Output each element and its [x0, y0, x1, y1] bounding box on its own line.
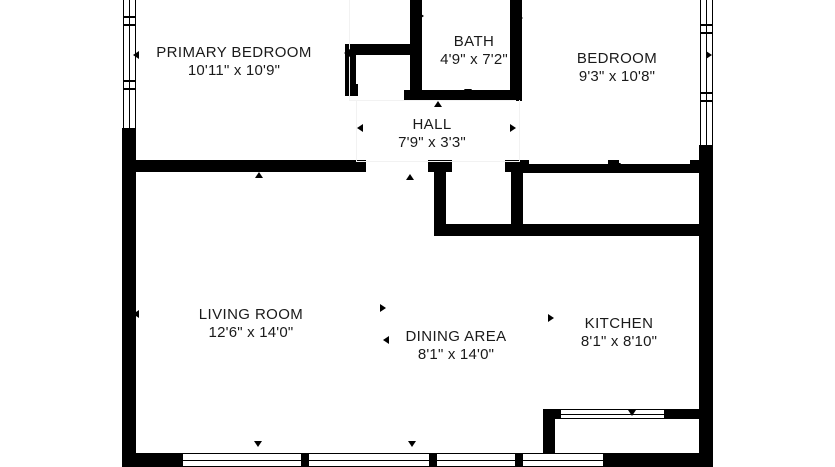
window-mullion-right-upper2 [700, 32, 713, 34]
marker-bottom-window [254, 441, 262, 447]
room-label-kitchen: KITCHEN 8'1" x 8'10" [581, 315, 657, 352]
guide-hall-left [356, 100, 357, 162]
window-mullion-living-b [306, 453, 308, 467]
marker-bath-door [464, 89, 472, 95]
marker-hall-bottom-in [406, 174, 414, 180]
wall-kitchen-alcove-left [543, 409, 555, 467]
wall-interior-top-left [122, 160, 349, 172]
window-mullion-left-upper [123, 16, 136, 18]
window-dining-left [437, 453, 517, 467]
guide-hall-top [356, 100, 516, 101]
window-mullion-living-a [301, 453, 303, 467]
room-dimensions-bedroom: 9'3" x 10'8" [578, 68, 656, 86]
window-primary-bedroom-left [123, 0, 136, 128]
wall-lower-closet-divider [511, 166, 523, 230]
guide-closet-bottom [349, 100, 409, 101]
room-dimensions-dining-area: 8'1" x 14'0" [417, 346, 495, 364]
window-dining-right [523, 453, 603, 467]
room-dimensions-hall: 7'9" x 3'3" [398, 134, 466, 152]
wall-closet-top [345, 44, 420, 55]
window-mullion-right-upper [700, 24, 713, 26]
room-dimensions-living-room: 12'6" x 14'0" [208, 324, 294, 342]
window-mullion-right-lower2 [700, 100, 713, 102]
window-bedroom-right [700, 0, 713, 145]
window-living-right [309, 453, 429, 467]
marker-bath-door-in [434, 101, 442, 107]
marker-hall-bottom [434, 164, 442, 170]
marker-bedroom-bottom [613, 163, 621, 169]
marker-closet-left [344, 49, 350, 57]
marker-bedroom-right [706, 51, 712, 59]
window-living-left [183, 453, 303, 467]
window-mullion-dining-a [515, 453, 517, 467]
wall-lower-closet-left [434, 166, 446, 230]
room-name-primary-bedroom: PRIMARY BEDROOM [156, 44, 312, 61]
marker-kitchen-window [628, 410, 636, 416]
room-dimensions-kitchen: 8'1" x 8'10" [580, 333, 658, 351]
window-mullion-dining-b [520, 453, 522, 467]
wall-lower-closet-bottom [434, 224, 713, 236]
marker-kitchen-top [630, 228, 636, 236]
room-name-dining-area: DINING AREA [405, 328, 507, 345]
room-label-primary-bedroom: PRIMARY BEDROOM 10'11" x 10'9" [156, 44, 311, 81]
wall-nub-right-join [690, 160, 702, 173]
room-dimensions-bath: 4'9" x 7'2" [440, 51, 508, 69]
guide-hall-right [519, 100, 520, 162]
marker-dining-left [383, 336, 389, 344]
window-mullion-left-upper2 [123, 24, 136, 26]
room-name-hall: HALL [412, 116, 452, 133]
marker-hall-right [510, 124, 516, 132]
marker-living-right [380, 304, 386, 312]
marker-primary-bedroom-bottom-in [255, 172, 263, 178]
guide-hall-bottom [356, 161, 519, 162]
wall-hall-bottom-left-stub [340, 160, 366, 172]
window-mullion-left-lower2 [123, 88, 136, 90]
wall-closet-left [345, 44, 356, 96]
room-label-dining-area: DINING AREA 8'1" x 14'0" [405, 328, 506, 365]
marker-primary-bedroom-bottom [236, 160, 244, 166]
room-name-kitchen: KITCHEN [584, 315, 654, 332]
room-name-bedroom: BEDROOM [576, 50, 658, 67]
wall-bath-left [410, 0, 422, 96]
wall-bath-right [510, 0, 522, 101]
wall-kitchen-alcove-top-right [662, 409, 713, 419]
wall-bath-bottom [404, 90, 520, 101]
wall-kitchen-alcove-top-left [543, 409, 563, 419]
wall-exterior-left [122, 128, 136, 467]
marker-bath-left [418, 12, 424, 20]
room-name-bath: BATH [453, 33, 495, 50]
marker-kitchen-right [706, 316, 712, 324]
window-kitchen-alcove [561, 409, 664, 419]
room-dimensions-primary-bedroom: 10'11" x 10'9" [187, 62, 281, 80]
marker-living-left [133, 310, 139, 318]
room-label-bath: BATH 4'9" x 7'2" [440, 33, 508, 70]
marker-bath-right [516, 51, 522, 59]
window-mullion-right-lower [700, 92, 713, 94]
marker-kitchen-left [548, 314, 554, 322]
marker-bedroom-left [517, 14, 523, 22]
marker-living-window [408, 441, 416, 447]
window-mullion-left-lower [123, 80, 136, 82]
wall-nub-closet-bottom [345, 84, 358, 96]
room-label-hall: HALL 7'9" x 3'3" [398, 116, 466, 153]
room-name-living-room: LIVING ROOM [198, 306, 304, 323]
room-label-bedroom: BEDROOM 9'3" x 10'8" [577, 50, 657, 87]
marker-hall-left [357, 124, 363, 132]
marker-primary-bedroom-left [133, 51, 139, 59]
room-label-living-room: LIVING ROOM 12'6" x 14'0" [199, 306, 303, 343]
